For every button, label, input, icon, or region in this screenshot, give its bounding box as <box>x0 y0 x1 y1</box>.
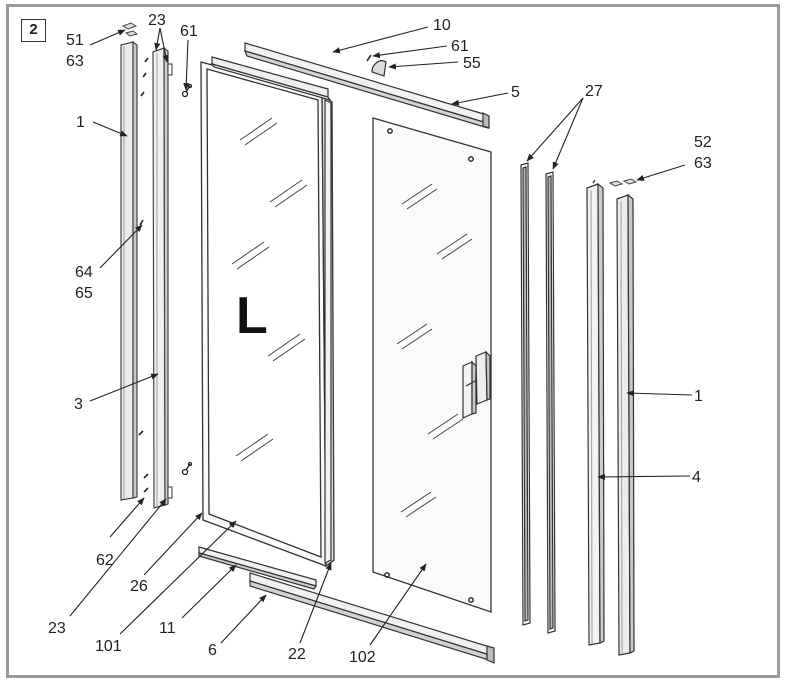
seal-27-b <box>545 171 556 634</box>
label-27: 27 <box>585 83 603 100</box>
label-23-top: 23 <box>148 12 166 29</box>
label-51: 51 <box>66 32 84 49</box>
vertical-seal-22 <box>324 99 332 564</box>
top-guide-5 <box>243 42 490 129</box>
glass-reflection-right <box>396 183 473 518</box>
screw-marks <box>138 57 149 493</box>
glass-reflection-left <box>231 117 308 462</box>
label-65: 65 <box>75 285 93 302</box>
label-63-left: 63 <box>66 53 84 70</box>
wall-profile-right <box>616 193 635 656</box>
end-cap-51-63 <box>121 22 139 37</box>
hinge-pin-61-top <box>181 83 193 98</box>
label-1-left: 1 <box>76 114 85 131</box>
bottom-rail-11 <box>198 546 317 590</box>
wall-profile-left <box>120 40 138 501</box>
glass-holes <box>384 128 474 603</box>
label-61-top: 61 <box>451 38 469 55</box>
label-22: 22 <box>288 646 306 663</box>
door-handle <box>462 350 491 419</box>
bottom-guide-6 <box>249 572 495 664</box>
hinge-pin-61-bottom <box>181 461 193 476</box>
label-102: 102 <box>349 649 376 666</box>
top-rail-10 <box>210 56 332 102</box>
clip-23-bottom <box>167 486 173 499</box>
seal-27-a <box>520 162 531 626</box>
label-5: 5 <box>511 84 520 101</box>
label-4: 4 <box>692 469 701 486</box>
label-11: 11 <box>159 620 176 637</box>
clip-23-top <box>167 63 173 76</box>
part-labels: 51 63 23 61 10 61 55 5 27 52 63 1 64 65 … <box>48 12 712 666</box>
label-10: 10 <box>433 17 451 34</box>
label-63-right: 63 <box>694 155 712 172</box>
label-1-right: 1 <box>694 388 703 405</box>
adjustment-profile-3 <box>152 46 169 509</box>
step-number-badge: 2 <box>21 19 46 42</box>
label-61-left: 61 <box>180 23 198 40</box>
small-parts-61-55 <box>366 54 387 77</box>
leader-lines <box>69 26 693 646</box>
label-101: 101 <box>95 638 122 655</box>
label-6: 6 <box>208 642 217 659</box>
label-64: 64 <box>75 264 93 281</box>
door-side-letter: L <box>236 287 268 345</box>
label-26: 26 <box>130 578 148 595</box>
wall-profile-4 <box>586 179 605 646</box>
label-55: 55 <box>463 55 481 72</box>
label-62: 62 <box>96 552 114 569</box>
label-23-bottom: 23 <box>48 620 66 637</box>
sliding-glass-door <box>372 117 492 613</box>
label-3: 3 <box>74 396 83 413</box>
end-cap-52-63 <box>608 178 638 187</box>
label-52: 52 <box>694 134 712 151</box>
